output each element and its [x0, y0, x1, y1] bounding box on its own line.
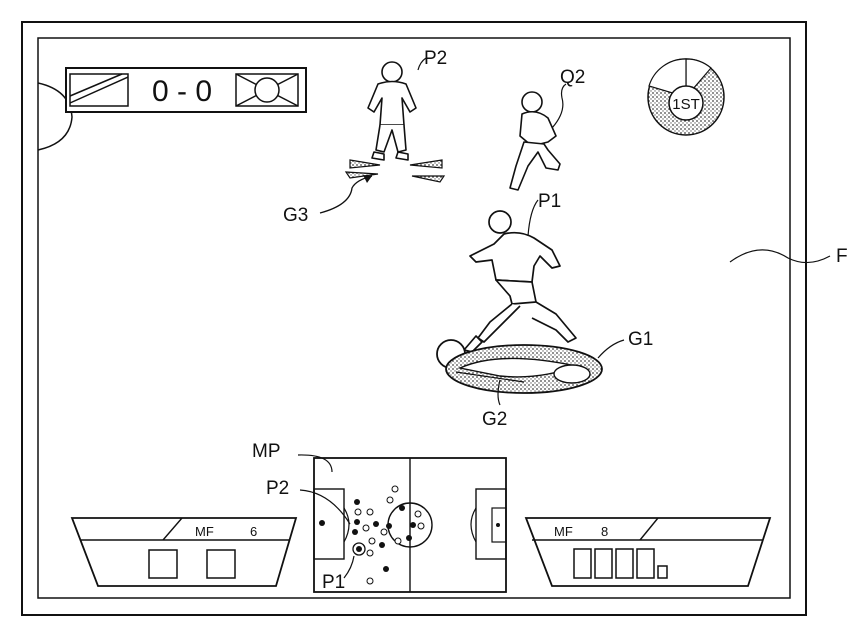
away-player-panel: MF 8 [524, 517, 772, 587]
label-mp-p1: P1 [322, 572, 345, 593]
minimap [313, 457, 507, 593]
outer-frame [21, 21, 807, 616]
energy-block [206, 549, 236, 579]
period-clock: 1ST [647, 58, 725, 136]
label-mp-p2: P2 [266, 478, 289, 499]
energy-block [148, 549, 178, 579]
label-p2: P2 [424, 48, 447, 69]
field-area [37, 37, 791, 599]
score-display: 0 - 0 [152, 75, 212, 108]
energy-block-partial [657, 565, 668, 579]
opponent-q2 [509, 91, 561, 191]
pass-marker [344, 159, 446, 183]
energy-block [615, 548, 634, 579]
label-mp: MP [252, 441, 281, 462]
energy-block [636, 548, 655, 579]
away-flag-icon [235, 73, 299, 107]
period-label: 1ST [672, 96, 700, 113]
player-p1 [463, 210, 577, 353]
away-energy-blocks [573, 548, 668, 579]
label-g3: G3 [283, 205, 308, 226]
label-g2: G2 [482, 409, 507, 430]
home-energy-blocks [148, 549, 236, 579]
home-number: 6 [250, 524, 257, 539]
away-number: 8 [601, 524, 608, 539]
home-player-panel: MF 6 [70, 517, 298, 587]
scoreboard: 0 - 0 [65, 67, 307, 113]
label-q2: Q2 [560, 67, 585, 88]
away-position: MF [554, 524, 573, 539]
player-p2 [367, 61, 417, 161]
goal-arc [37, 82, 73, 151]
energy-block [573, 548, 592, 579]
home-flag-icon [69, 73, 129, 107]
home-position: MF [195, 524, 214, 539]
label-p1: P1 [538, 191, 561, 212]
label-g1: G1 [628, 329, 653, 350]
player-gauge [445, 344, 603, 394]
label-f: F [836, 246, 848, 267]
energy-block [594, 548, 613, 579]
